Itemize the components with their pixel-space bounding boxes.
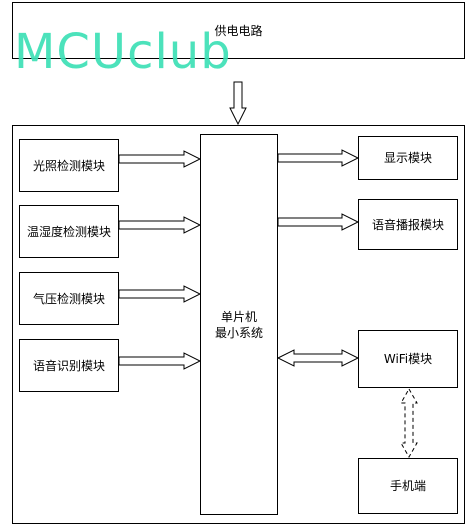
humidity-sensor-box: 温湿度检测模块	[19, 205, 119, 258]
arrow-mcu-to-display	[277, 149, 360, 167]
arrow-wifi-phone-dashed	[400, 387, 418, 459]
voice-recognition-label: 语音识别模块	[32, 358, 105, 373]
phone-label: 手机端	[389, 479, 426, 493]
pressure-sensor-label: 气压检测模块	[32, 291, 105, 306]
wifi-module-label: WiFi模块	[383, 352, 433, 366]
arrow-light-to-mcu	[118, 150, 202, 168]
display-module-box: 显示模块	[358, 136, 458, 180]
light-sensor-box: 光照检测模块	[19, 139, 119, 192]
speech-output-box: 语音播报模块	[358, 199, 458, 250]
arrow-mcu-wifi-bidirectional	[276, 349, 360, 367]
humidity-sensor-label: 温湿度检测模块	[26, 224, 111, 239]
wifi-module-box: WiFi模块	[358, 330, 458, 388]
voice-recognition-box: 语音识别模块	[19, 339, 119, 392]
system-frame	[12, 125, 465, 524]
mcu-label-line1: 单片机	[220, 309, 257, 324]
pressure-sensor-box: 气压检测模块	[19, 272, 119, 325]
arrow-pressure-to-mcu	[118, 285, 202, 303]
phone-box: 手机端	[358, 458, 458, 514]
arrow-humidity-to-mcu	[118, 216, 202, 234]
speech-output-label: 语音播报模块	[371, 217, 444, 232]
mcu-box: 单片机 最小系统	[200, 134, 278, 515]
power-down-arrow	[229, 81, 247, 126]
power-supply-label: 供电电路	[214, 24, 263, 38]
arrow-voice-to-mcu	[118, 352, 202, 370]
power-supply-box: 供电电路	[12, 2, 465, 59]
arrow-mcu-to-speech	[277, 213, 360, 231]
display-module-label: 显示模块	[383, 151, 432, 165]
light-sensor-label: 光照检测模块	[32, 158, 105, 173]
mcu-label-line2: 最小系统	[214, 325, 263, 340]
